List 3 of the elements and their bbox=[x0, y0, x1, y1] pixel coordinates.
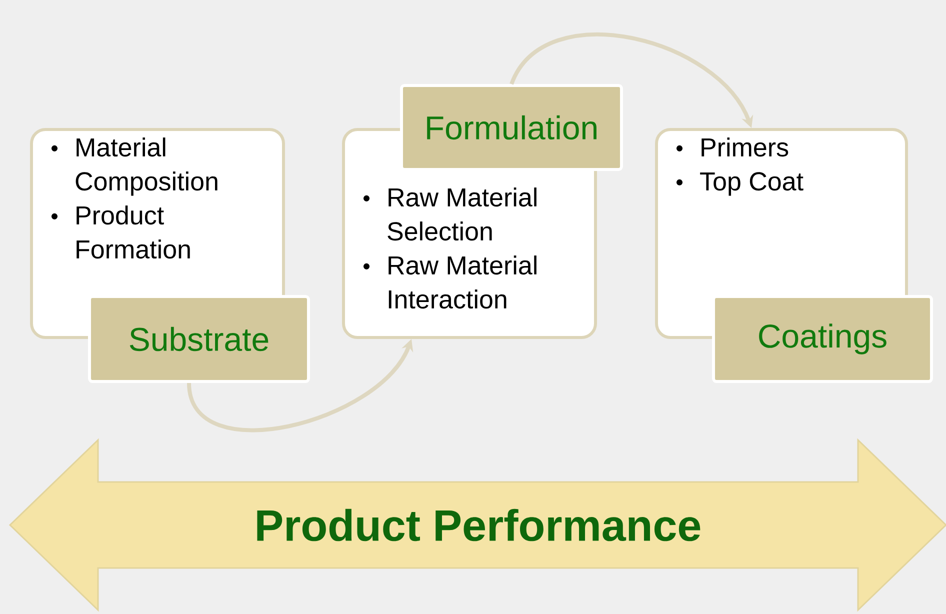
label-box: Coatings bbox=[712, 295, 933, 383]
label-box: Substrate bbox=[88, 295, 310, 383]
label-box: Formulation bbox=[400, 84, 623, 171]
